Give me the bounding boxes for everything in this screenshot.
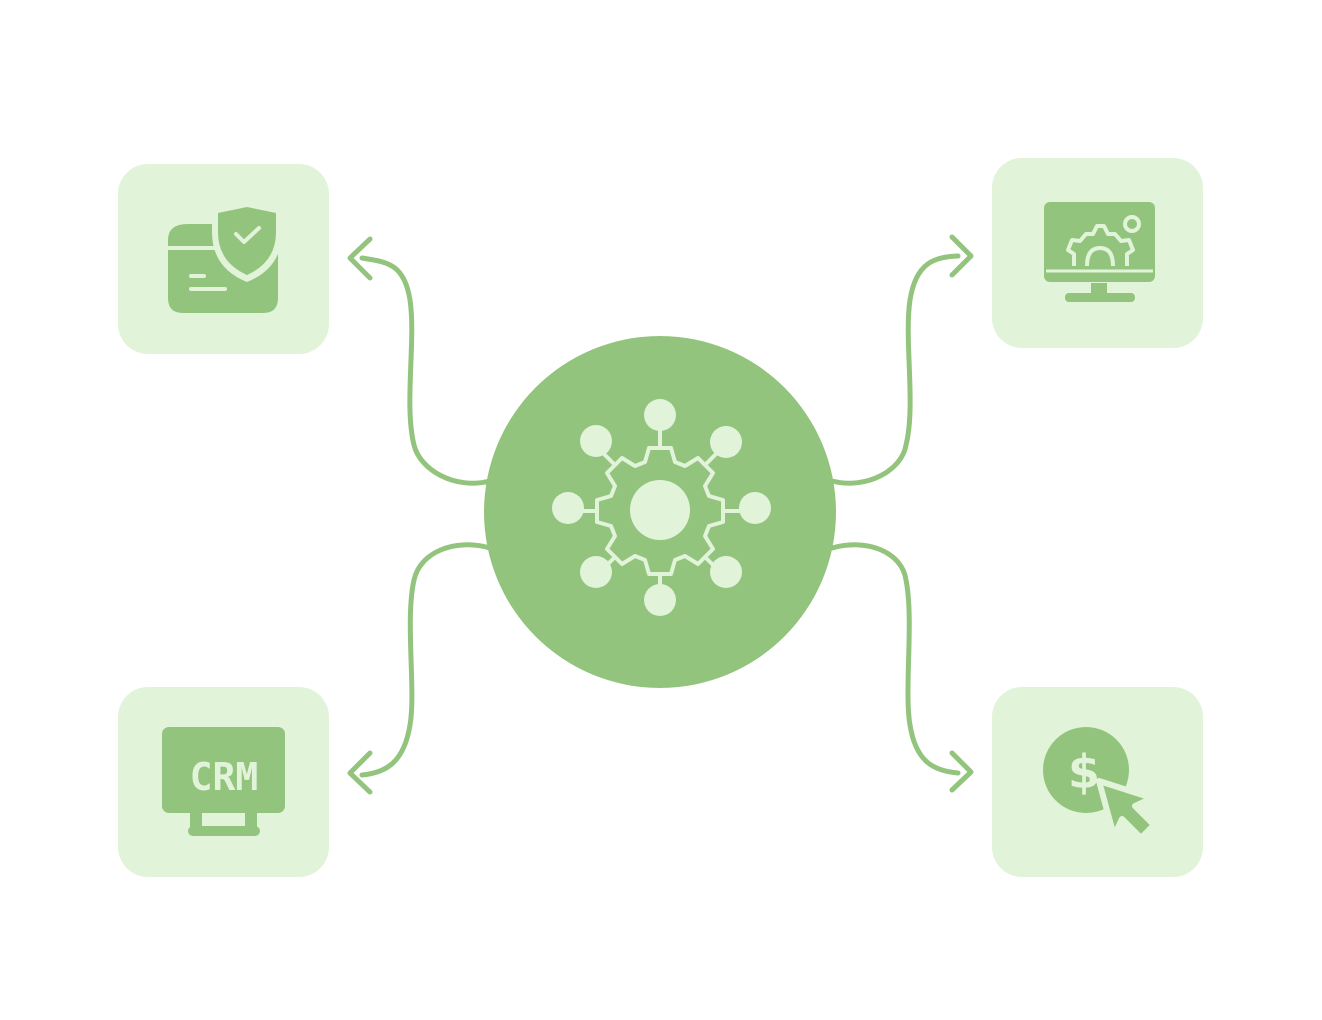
network-nodes [552, 399, 771, 616]
connector-bottom-left [359, 542, 493, 778]
arrowhead-top-right [949, 234, 974, 278]
node-top-right [992, 158, 1203, 348]
arrowhead-bottom-left [347, 750, 373, 795]
crm-monitor-icon: CRM [162, 727, 285, 836]
node-bottom-right: $ [992, 687, 1203, 877]
monitor-settings-icon [1044, 202, 1155, 302]
dollar-symbol: $ [1068, 745, 1100, 799]
connector-top-right [829, 253, 961, 486]
dollar-click-icon: $ [1043, 727, 1157, 841]
secure-folder-shield-icon [168, 201, 282, 313]
center-hub [484, 336, 836, 688]
connector-top-left [359, 255, 493, 486]
connector-bottom-right [829, 542, 961, 776]
node-bottom-left: CRM [118, 687, 329, 877]
arrowhead-bottom-right [949, 750, 974, 793]
arrowhead-top-left [347, 236, 373, 281]
connectors [347, 234, 974, 795]
crm-label: CRM [190, 755, 259, 799]
node-top-left [118, 164, 329, 354]
